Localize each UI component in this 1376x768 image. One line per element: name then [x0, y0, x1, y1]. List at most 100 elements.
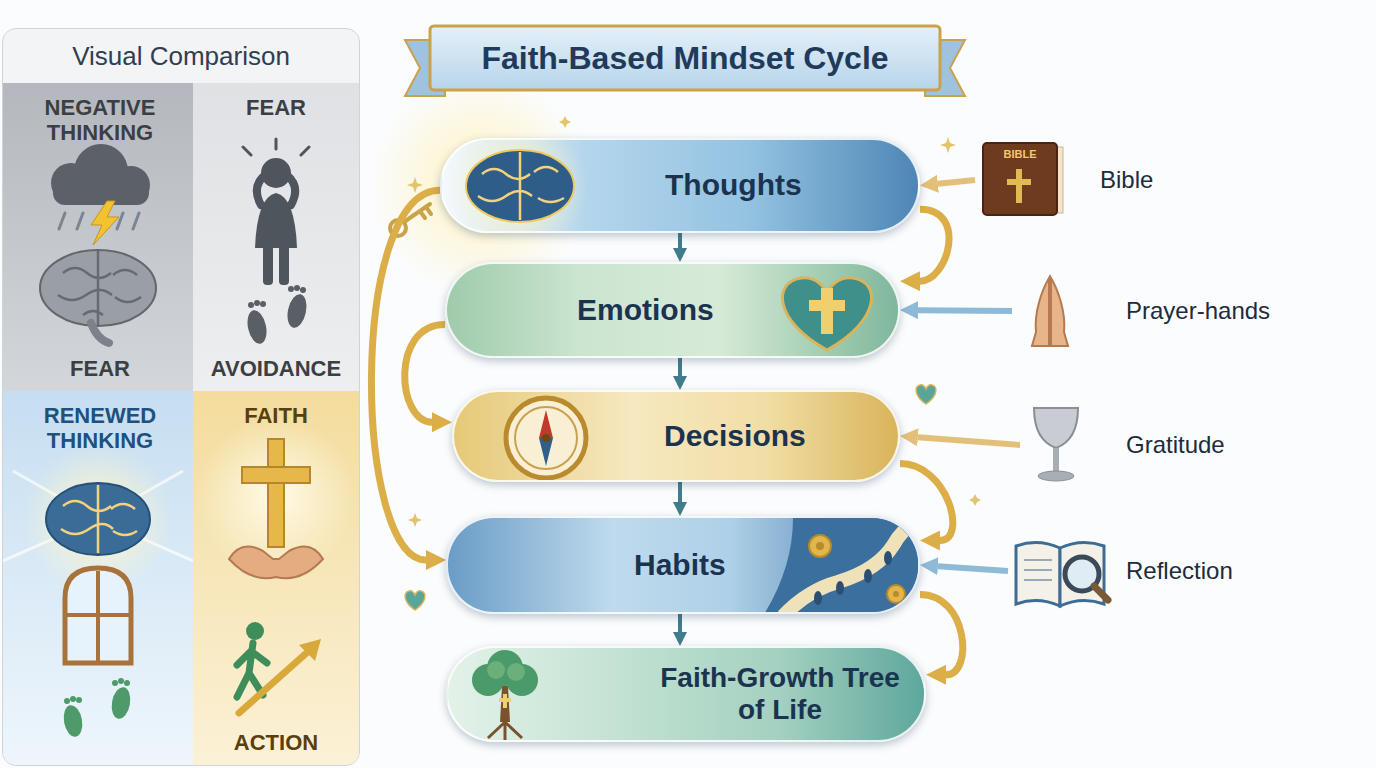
compass-icon — [506, 398, 586, 478]
compass-icon — [539, 410, 553, 438]
storm-brain-art — [77, 213, 83, 229]
storm-brain-art — [51, 144, 150, 205]
fear-person-art — [294, 285, 300, 291]
brain-icon — [466, 150, 574, 222]
habit-path-icon — [893, 591, 899, 597]
fear-person-art — [279, 245, 289, 285]
storm-brain-art — [59, 213, 65, 229]
quadrant-text: FEAR — [70, 356, 130, 381]
renewed-mind-art — [118, 678, 124, 684]
comparison-quadrant: FEAR AVOIDANCE — [193, 83, 359, 391]
tree-icon — [488, 722, 522, 740]
heart-cross-icon — [809, 300, 845, 311]
tree-icon — [499, 698, 511, 702]
renewed-mind-art — [65, 571, 131, 663]
title-banner — [405, 26, 965, 96]
cover-text: BIBLE — [983, 148, 1057, 160]
compass-icon — [542, 434, 550, 442]
comparison-quadrant: FAITHACTION — [193, 391, 359, 765]
renewed-mind-art — [61, 485, 137, 553]
title-banner — [430, 26, 940, 90]
fear-person-art — [248, 302, 254, 308]
habit-path-icon — [884, 551, 892, 565]
bible-icon — [1016, 169, 1022, 203]
stage-label: Thoughts — [665, 168, 802, 203]
fear-person-art — [285, 293, 310, 330]
sparkle — [559, 116, 571, 128]
fear-person-art — [263, 245, 273, 285]
practice-label: Reflection — [1126, 557, 1233, 585]
habit-path-icon — [809, 535, 905, 603]
fear-person-art — [243, 139, 309, 155]
tree-icon — [507, 663, 525, 681]
stage-pill: Emotions — [445, 262, 900, 358]
practice-label: Gratitude — [1126, 431, 1225, 459]
tree-icon — [487, 661, 525, 681]
reflection-icon — [1060, 542, 1104, 606]
habit-path-icon — [814, 591, 822, 605]
prayer-hands-icon — [1032, 278, 1049, 346]
chalice-icon — [1038, 471, 1074, 481]
fear-person-art — [245, 285, 310, 345]
fear-person-art — [300, 287, 306, 293]
tree-icon — [500, 686, 510, 722]
habit-path-icon — [887, 585, 905, 603]
tree-icon — [472, 650, 538, 696]
habit-path-icon — [836, 581, 844, 595]
quadrant-text: FAITH — [244, 403, 308, 428]
habit-path-icon — [763, 518, 920, 614]
faith-action-art — [268, 439, 284, 547]
comparison-quadrant: RENEWED THINKING — [3, 391, 197, 765]
fear-person-art — [288, 286, 294, 292]
storm-brain-art — [91, 323, 109, 343]
quadrant-text: FEAR — [246, 95, 306, 120]
faith-action-art — [229, 547, 323, 579]
storm-brain-art — [58, 251, 141, 325]
habit-path-icon — [816, 542, 824, 550]
renewed-mind-art — [61, 678, 132, 738]
diagram-title: Faith-Based Mindset Cycle — [430, 26, 940, 90]
flow-arrow — [938, 180, 975, 184]
fear-person-art — [257, 175, 295, 205]
faith-action-art — [246, 622, 264, 640]
faith-action-art — [193, 391, 359, 765]
storm-brain-art — [133, 213, 139, 229]
heart-cross-icon — [782, 278, 871, 350]
practice-item: Gratitude — [1020, 400, 1280, 490]
renewed-mind-art — [109, 686, 132, 721]
renewed-mind-art — [65, 568, 131, 663]
faith-action-art — [196, 416, 356, 576]
renewed-mind-art — [112, 680, 118, 686]
fear-person-art — [255, 158, 297, 285]
stage-label: Faith-Growth Tree of Life — [660, 662, 900, 726]
small-heart — [916, 385, 936, 404]
stage-pill: Habits — [446, 516, 920, 614]
sparkle — [408, 513, 422, 527]
storm-brain-art — [53, 181, 149, 205]
faith-action-art — [242, 467, 310, 483]
stage-label: Habits — [634, 548, 726, 583]
faith-action-art — [299, 639, 321, 661]
habit-path-icon — [783, 520, 920, 614]
flow-arrow — [918, 307, 1012, 314]
stage-label: Decisions — [664, 419, 806, 454]
practice-label: Prayer-hands — [1126, 297, 1270, 325]
bible-icon — [983, 143, 1057, 215]
storm-brain-art — [117, 213, 123, 229]
fear-person-art — [254, 300, 260, 306]
renewed-mind-art — [76, 697, 82, 703]
sparkle — [407, 116, 981, 527]
quadrant-text: AVOIDANCE — [211, 356, 341, 381]
practice-item: Prayer-hands — [1012, 272, 1312, 350]
storm-brain-art — [40, 250, 156, 326]
flow-arrow — [678, 614, 682, 632]
flow-arrow — [405, 324, 445, 422]
renewed-mind-art — [46, 483, 150, 555]
habit-path-icon — [816, 542, 899, 597]
reflection-icon — [1024, 560, 1052, 580]
stage-pill: Thoughts — [440, 138, 920, 233]
comparison-quadrant: NEGATIVE THINKINGFEAR — [3, 83, 197, 391]
tree-icon — [487, 661, 505, 679]
flow-arrow — [678, 482, 682, 502]
